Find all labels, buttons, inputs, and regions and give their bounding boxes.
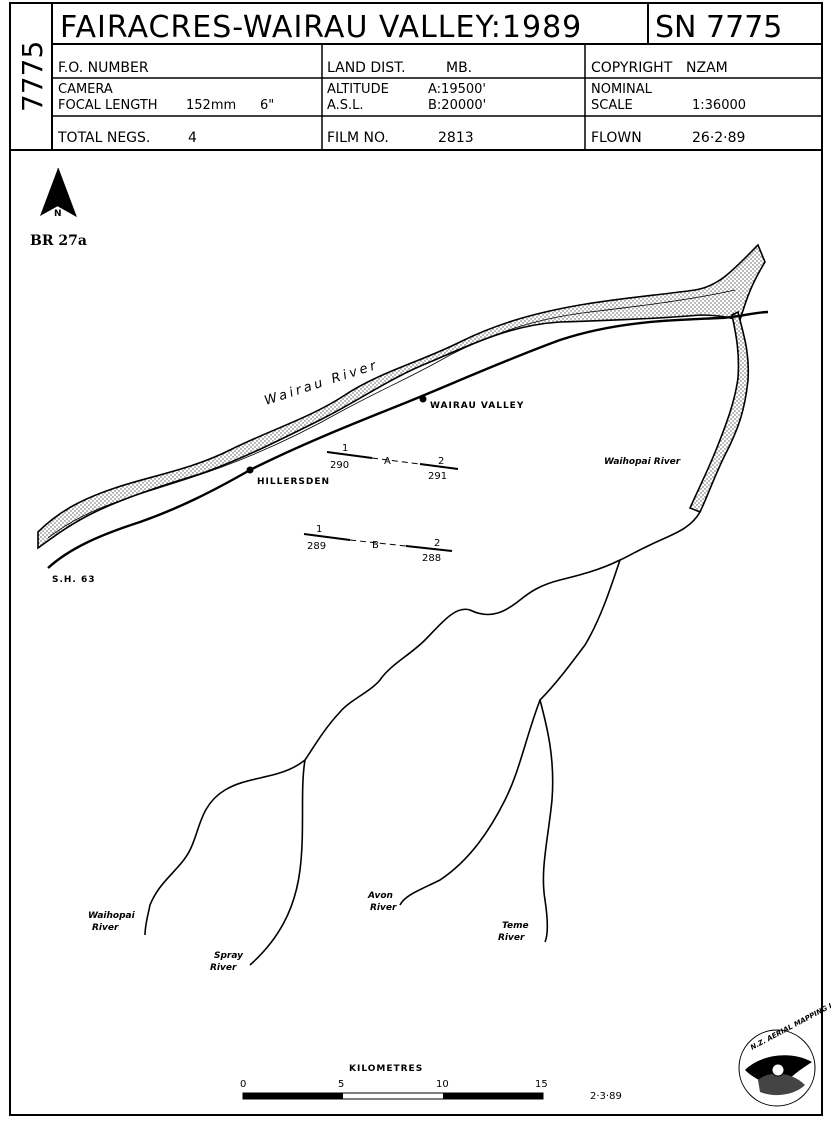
fo-number-label: F.O. NUMBER — [58, 60, 149, 76]
waihopai-river-label-2: River — [92, 923, 119, 933]
run-b-end-frame: 288 — [422, 553, 441, 564]
avon-river-label-2: River — [370, 903, 397, 913]
copyright-value: NZAM — [686, 60, 728, 76]
nz-aerial-mapping-logo-icon: N.Z. AERIAL MAPPING LTD — [738, 997, 831, 1107]
scale-tick-10: 10 — [436, 1079, 449, 1090]
wairau-valley-label: WAIRAU VALLEY — [430, 401, 524, 411]
focal-length-mm: 152mm — [186, 98, 236, 113]
hillersden-label: HILLERSDEN — [257, 477, 330, 487]
title-block — [10, 3, 822, 151]
total-negs-value: 4 — [188, 130, 197, 146]
scale-tick-0: 0 — [240, 1079, 246, 1090]
spray-river-label-2: River — [210, 963, 237, 973]
altitude-label: ALTITUDE — [327, 82, 389, 97]
scale-bar — [242, 1092, 544, 1100]
flown-value: 26·2·89 — [692, 130, 745, 146]
scale-title: KILOMETRES — [349, 1064, 423, 1074]
total-negs-label: TOTAL NEGS. — [57, 130, 150, 146]
run-a-letter: A — [384, 456, 391, 467]
wairau-river-label: Wairau River — [263, 358, 381, 409]
waihopai-river-lower — [688, 310, 750, 514]
scale-value: 1:36000 — [692, 98, 746, 113]
waihopai-river-ne-label: Waihopai River — [604, 457, 681, 467]
hillersden-dot — [246, 466, 254, 474]
altitude-b-value: B:20000' — [428, 98, 486, 113]
flight-line-b — [303, 533, 453, 552]
film-no-label: FILM NO. — [327, 130, 389, 146]
wairau-river — [37, 243, 766, 550]
run-b-start-frame: 289 — [307, 541, 326, 552]
scale-tick-5: 5 — [338, 1079, 344, 1090]
avon-river-label-1: Avon — [367, 891, 393, 901]
scale-date: 2·3·89 — [590, 1091, 622, 1102]
film-no-value: 2813 — [438, 130, 474, 146]
land-dist-label: LAND DIST. — [327, 60, 406, 76]
flown-label: FLOWN — [591, 130, 642, 146]
north-arrow-icon — [40, 167, 77, 218]
run-b-end-num: 2 — [434, 538, 440, 549]
wairau-valley-dot — [419, 395, 427, 403]
teme-river-label-1: Teme — [502, 921, 529, 931]
scale-label: SCALE — [591, 98, 633, 113]
state-highway-63 — [47, 310, 769, 569]
waihopai-river-label-1: Waihopai — [88, 911, 136, 921]
copyright-label: COPYRIGHT — [591, 60, 673, 76]
flight-line-a — [326, 451, 459, 470]
sheet-reference: BR 27a — [30, 233, 87, 249]
sheet-title: FAIRACRES-WAIRAU VALLEY:1989 — [60, 10, 582, 45]
focal-length-label: FOCAL LENGTH — [58, 98, 158, 113]
waihopai-tributaries — [144, 511, 701, 966]
run-b-start-num: 1 — [316, 524, 322, 535]
north-label: N — [54, 209, 63, 219]
run-b-letter: B — [372, 540, 379, 551]
sh63-label: S.H. 63 — [52, 575, 96, 585]
sheet-number: SN 7775 — [655, 10, 782, 45]
altitude-a-value: A:19500' — [428, 82, 486, 97]
asl-label: A.S.L. — [327, 98, 364, 113]
side-code: 7775 — [16, 41, 49, 112]
nominal-label: NOMINAL — [591, 82, 653, 97]
teme-river-label-2: River — [498, 933, 525, 943]
run-a-start-frame: 290 — [330, 460, 349, 471]
scale-tick-15: 15 — [535, 1079, 548, 1090]
run-a-start-num: 1 — [342, 443, 348, 454]
run-a-end-frame: 291 — [428, 471, 447, 482]
river-channel — [47, 289, 736, 539]
land-dist-value: MB. — [446, 60, 472, 76]
focal-length-in: 6" — [260, 98, 274, 113]
run-a-end-num: 2 — [438, 456, 444, 467]
camera-label: CAMERA — [58, 82, 113, 97]
sheet-border — [9, 2, 823, 1116]
spray-river-label-1: Spray — [214, 951, 244, 961]
